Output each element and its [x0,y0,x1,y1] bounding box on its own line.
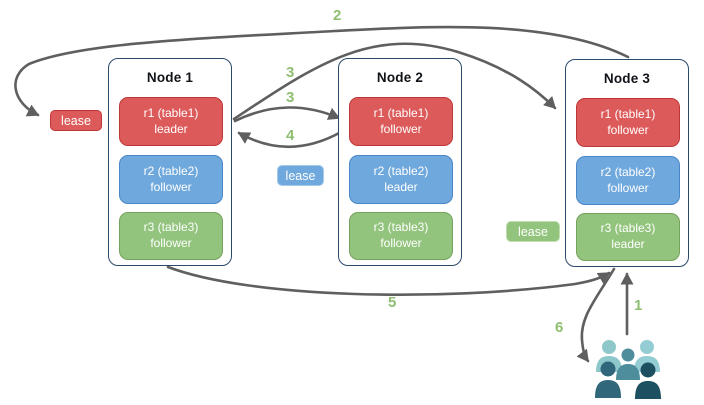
step-label-1: 1 [634,297,643,314]
node-1-title: Node 1 [146,70,194,85]
node3-replica-r2: r2 (table2) follower [576,156,680,205]
arrow-step-5 [166,265,611,297]
replica-name: r3 (table3) [600,221,656,236]
node3-replica-r1: r1 (table1) follower [576,98,680,147]
replica-name: r2 (table2) [143,163,199,178]
replica-name: r3 (table3) [373,220,429,235]
arrow-step-4 [237,130,343,148]
step-label-4: 4 [286,127,295,144]
replica-name: r3 (table3) [143,220,199,235]
replica-role: follower [380,236,422,250]
lease-badge-blue: lease [277,165,324,186]
step-label-3b: 3 [286,89,295,106]
step-label-6: 6 [555,319,564,336]
arrow-step-3-to-node2 [233,106,341,123]
replica-role: leader [611,237,645,251]
user-middle [616,348,640,380]
users-group-icon [595,340,661,399]
replica-name: r1 (table1) [373,105,429,120]
node3-replica-r3: r3 (table3) leader [576,213,680,261]
replica-role: leader [384,179,418,194]
step-label-2: 2 [333,7,342,24]
replica-name: r2 (table2) [373,163,429,178]
node-3-title: Node 3 [603,71,651,86]
arrow-step-6 [576,267,616,363]
lease-badge-green: lease [506,221,560,242]
replica-name: r1 (table1) [600,106,656,121]
replica-name: r2 (table2) [600,164,656,179]
node1-replica-r3: r3 (table3) follower [119,212,223,260]
node-2-title: Node 2 [376,70,424,85]
node1-replica-r1: r1 (table1) leader [119,97,223,146]
node-3-box: Node 3 r1 (table1) follower r2 (table2) … [565,59,689,267]
node2-replica-r3: r3 (table3) follower [349,212,453,260]
user-front-right [635,362,661,399]
node-1-box: Node 1 r1 (table1) leader r2 (table2) fo… [108,58,232,266]
node1-replica-r2: r2 (table2) follower [119,155,223,204]
replica-role: follower [150,179,192,194]
user-front-left [595,361,621,398]
replica-role: follower [607,180,649,195]
node2-replica-r2: r2 (table2) leader [349,155,453,204]
node-2-box: Node 2 r1 (table1) follower r2 (table2) … [338,58,462,266]
replica-name: r1 (table1) [143,105,199,120]
replica-role: follower [150,236,192,250]
replica-role: leader [154,121,188,136]
step-label-3a: 3 [286,64,295,81]
arrow-step-2 [14,25,630,117]
replica-role: follower [380,121,422,136]
node2-replica-r1: r1 (table1) follower [349,97,453,146]
arrow-step-3-to-node3 [232,42,557,121]
replica-role: follower [607,122,649,137]
lease-badge-red: lease [50,110,102,131]
step-label-5: 5 [388,294,397,311]
